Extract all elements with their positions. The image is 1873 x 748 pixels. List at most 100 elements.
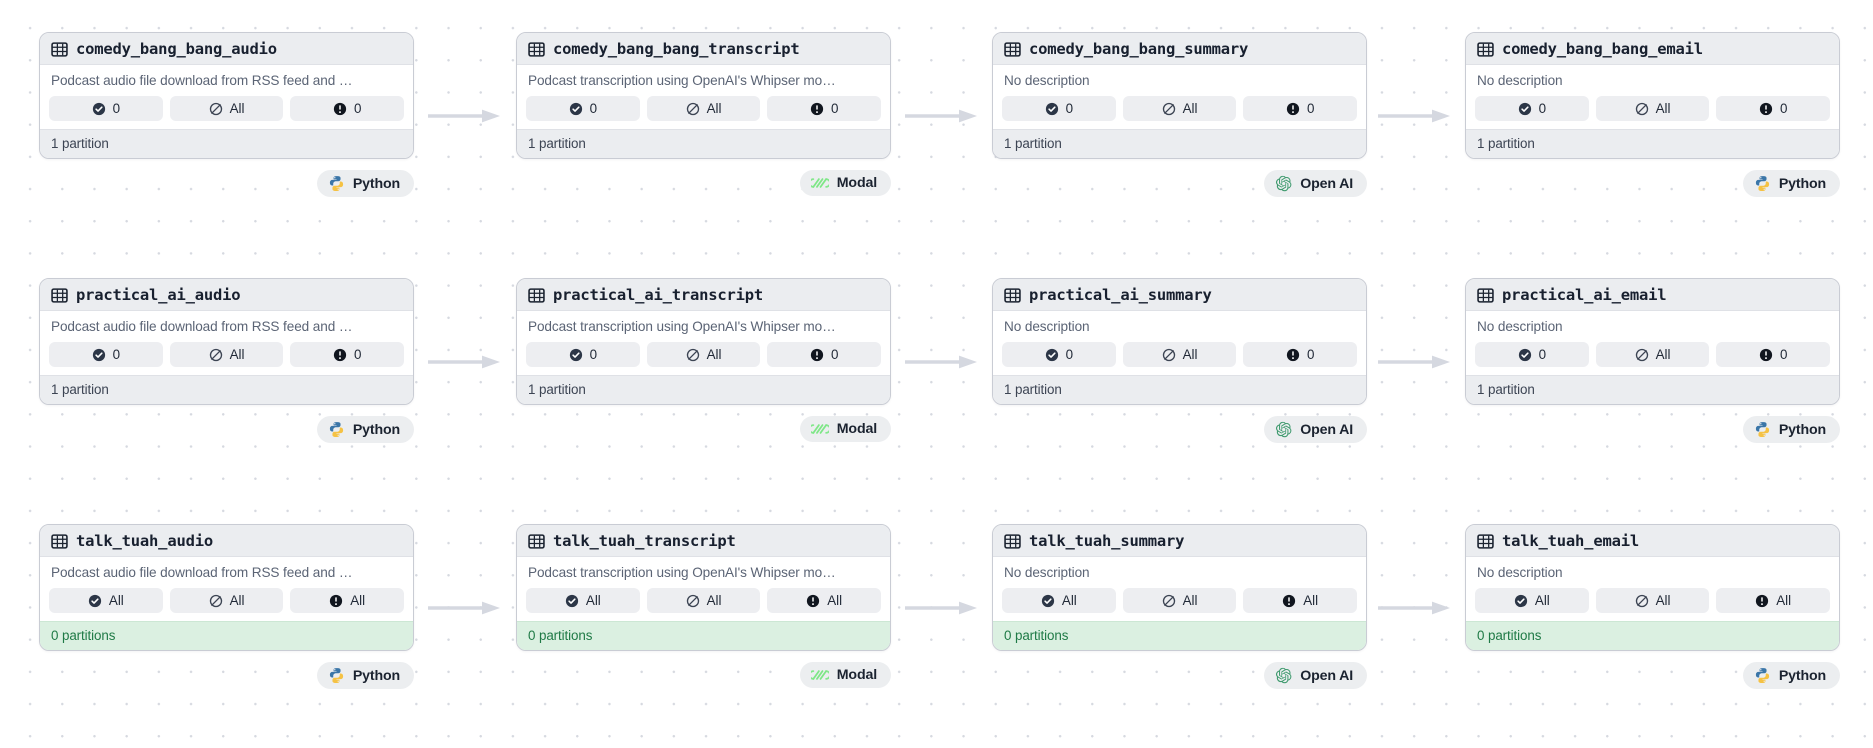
asset-card-header[interactable]: comedy_bang_bang_audio bbox=[40, 33, 413, 65]
table-icon bbox=[51, 287, 68, 303]
asset-badge-slash-circle[interactable]: All bbox=[169, 588, 284, 614]
slash-circle-icon bbox=[686, 594, 699, 608]
asset-tag-row: Python bbox=[39, 416, 414, 444]
asset-tag-python[interactable]: Python bbox=[1742, 170, 1840, 198]
check-circle-icon bbox=[92, 102, 105, 115]
asset-tag-modal[interactable]: Modal bbox=[799, 416, 891, 443]
asset-badge-value: All bbox=[229, 593, 245, 609]
asset-badge-slash-circle[interactable]: All bbox=[1122, 96, 1237, 122]
asset-badge-value: 0 bbox=[112, 347, 121, 363]
asset-partition-count: 0 partitions bbox=[993, 621, 1366, 651]
asset-badge-alert-circle[interactable]: 0 bbox=[767, 96, 882, 122]
asset-tag-python[interactable]: Python bbox=[316, 416, 414, 444]
asset-badge-check-circle[interactable]: All bbox=[49, 588, 163, 614]
asset-badge-slash-circle[interactable]: All bbox=[169, 96, 284, 122]
check-circle-icon bbox=[569, 348, 582, 361]
asset-badge-slash-circle[interactable]: All bbox=[1595, 96, 1710, 122]
asset-card-header[interactable]: comedy_bang_bang_email bbox=[1466, 33, 1839, 65]
asset-badge-check-circle[interactable]: 0 bbox=[1475, 96, 1589, 122]
asset-tag-label: Python bbox=[1778, 667, 1826, 684]
asset-card-body: Podcast transcription using OpenAI's Whi… bbox=[517, 557, 890, 622]
asset-badge-slash-circle[interactable]: All bbox=[1122, 588, 1237, 614]
asset-badge-alert-circle[interactable]: All bbox=[1716, 588, 1831, 614]
asset-title: talk_tuah_transcript bbox=[553, 532, 736, 550]
slash-circle-icon bbox=[209, 594, 222, 608]
asset-card[interactable]: comedy_bang_bang_email No description 0 All… bbox=[1465, 32, 1840, 160]
asset-badge-check-circle[interactable]: All bbox=[1475, 588, 1589, 614]
asset-card-header[interactable]: talk_tuah_email bbox=[1466, 525, 1839, 557]
asset-badge-check-circle[interactable]: 0 bbox=[526, 96, 640, 122]
asset-title: practical_ai_email bbox=[1502, 286, 1667, 304]
asset-badge-check-circle[interactable]: 0 bbox=[49, 96, 163, 122]
asset-badge-alert-circle[interactable]: All bbox=[767, 588, 882, 614]
asset-badge-check-circle[interactable]: 0 bbox=[1002, 342, 1116, 368]
asset-badge-slash-circle[interactable]: All bbox=[169, 342, 284, 368]
asset-tag-python[interactable]: Python bbox=[1742, 662, 1840, 690]
asset-badge-check-circle[interactable]: 0 bbox=[49, 342, 163, 368]
slash-circle-icon bbox=[686, 102, 699, 116]
asset-tag-python[interactable]: Python bbox=[316, 662, 414, 690]
asset-badge-slash-circle[interactable]: All bbox=[646, 342, 761, 368]
asset-badge-alert-circle[interactable]: 0 bbox=[1716, 96, 1831, 122]
asset-description: No description bbox=[1477, 73, 1563, 88]
asset-badge-slash-circle[interactable]: All bbox=[646, 588, 761, 614]
asset-tag-modal[interactable]: Modal bbox=[799, 170, 891, 197]
asset-tag-openai[interactable]: Open AI bbox=[1264, 416, 1367, 444]
asset-badge-slash-circle[interactable]: All bbox=[646, 96, 761, 122]
asset-badge-alert-circle[interactable]: 0 bbox=[767, 342, 882, 368]
asset-badge-alert-circle[interactable]: 0 bbox=[290, 342, 405, 368]
asset-badge-check-circle[interactable]: All bbox=[1002, 588, 1116, 614]
asset-card-header[interactable]: talk_tuah_summary bbox=[993, 525, 1366, 557]
asset-badge-alert-circle[interactable]: 0 bbox=[1243, 342, 1358, 368]
alert-circle-icon bbox=[1286, 102, 1300, 115]
asset-badge-value: All bbox=[1655, 101, 1671, 117]
asset-badge-slash-circle[interactable]: All bbox=[1595, 588, 1710, 614]
python-icon bbox=[1755, 422, 1769, 438]
asset-badge-value: All bbox=[1303, 593, 1319, 609]
asset-card-header[interactable]: practical_ai_transcript bbox=[517, 279, 890, 311]
asset-badge-value: 0 bbox=[1065, 101, 1074, 117]
lineage-arrow bbox=[905, 601, 977, 615]
asset-card-header[interactable]: comedy_bang_bang_summary bbox=[993, 33, 1366, 65]
asset-badge-check-circle[interactable]: All bbox=[526, 588, 640, 614]
asset-card-header[interactable]: talk_tuah_transcript bbox=[517, 525, 890, 557]
asset-tag-python[interactable]: Python bbox=[1742, 416, 1840, 444]
asset-tag-python[interactable]: Python bbox=[316, 170, 414, 198]
asset-card-header[interactable]: comedy_bang_bang_transcript bbox=[517, 33, 890, 65]
asset-badge-check-circle[interactable]: 0 bbox=[1002, 96, 1116, 122]
asset-tag-openai[interactable]: Open AI bbox=[1264, 662, 1367, 690]
asset-badge-slash-circle[interactable]: All bbox=[1122, 342, 1237, 368]
asset-badge-alert-circle[interactable]: 0 bbox=[1716, 342, 1831, 368]
asset-badge-check-circle[interactable]: 0 bbox=[526, 342, 640, 368]
alert-circle-icon bbox=[807, 594, 820, 607]
asset-card-header[interactable]: talk_tuah_audio bbox=[40, 525, 413, 557]
asset-badge-check-circle[interactable]: 0 bbox=[1475, 342, 1589, 368]
asset-badge-slash-circle[interactable]: All bbox=[1595, 342, 1710, 368]
asset-badge-alert-circle[interactable]: 0 bbox=[290, 96, 405, 122]
asset-badge-alert-circle[interactable]: All bbox=[1243, 588, 1358, 614]
asset-badge-alert-circle[interactable]: 0 bbox=[1243, 96, 1358, 122]
asset-card-header[interactable]: practical_ai_email bbox=[1466, 279, 1839, 311]
asset-tag-openai[interactable]: Open AI bbox=[1264, 170, 1367, 198]
asset-badge-value: 0 bbox=[1306, 101, 1315, 117]
asset-badge-alert-circle[interactable]: All bbox=[290, 588, 405, 614]
asset-card-header[interactable]: practical_ai_summary bbox=[993, 279, 1366, 311]
asset-card-header[interactable]: practical_ai_audio bbox=[40, 279, 413, 311]
asset-tag-modal[interactable]: Modal bbox=[799, 662, 891, 689]
asset-tag-label: Modal bbox=[836, 175, 877, 192]
alert-circle-icon bbox=[333, 348, 347, 361]
